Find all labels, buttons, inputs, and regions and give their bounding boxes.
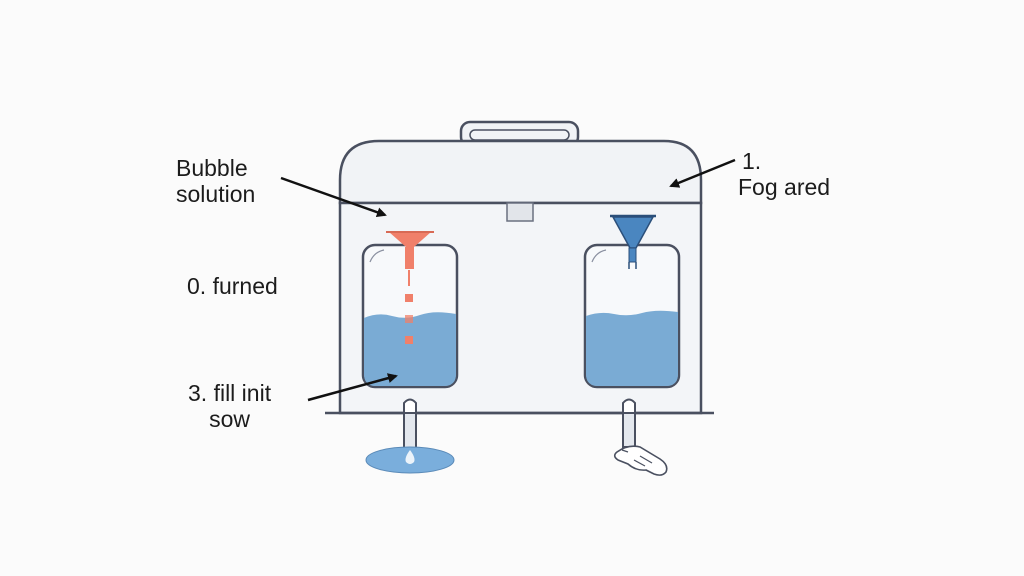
arrow-fog (669, 158, 736, 188)
fill-label: 3. fill init sow (188, 380, 271, 432)
left-tank-liquid (364, 312, 456, 386)
right-foot (622, 398, 636, 448)
bubble-solution-line1: Bubble (176, 155, 248, 181)
center-latch (506, 202, 534, 222)
furned-label: 0. furned (187, 273, 278, 299)
drip-square-2 (405, 315, 413, 323)
arrow-fill (307, 373, 398, 402)
bubble-solution-line2: solution (176, 181, 256, 207)
left-foot (365, 398, 455, 474)
fog-label: 1. Fog ared (738, 148, 830, 200)
hand-icon (613, 445, 668, 476)
left-tank (361, 243, 459, 389)
drip-square-1 (405, 294, 413, 302)
fill-line2: sow (209, 406, 250, 432)
right-tank (583, 243, 681, 389)
arrow-bubble-solution (280, 176, 387, 218)
fog-text: Fog ared (738, 174, 831, 200)
right-funnel (610, 214, 656, 269)
bubble-solution-label: Bubble solution (176, 155, 255, 207)
fill-line1: 3. fill init (188, 380, 272, 406)
right-tank-liquid (586, 310, 678, 386)
left-funnel (386, 231, 434, 269)
machine-lid (338, 139, 703, 205)
drip-square-3 (405, 336, 413, 344)
fog-number: 1. (742, 148, 762, 174)
